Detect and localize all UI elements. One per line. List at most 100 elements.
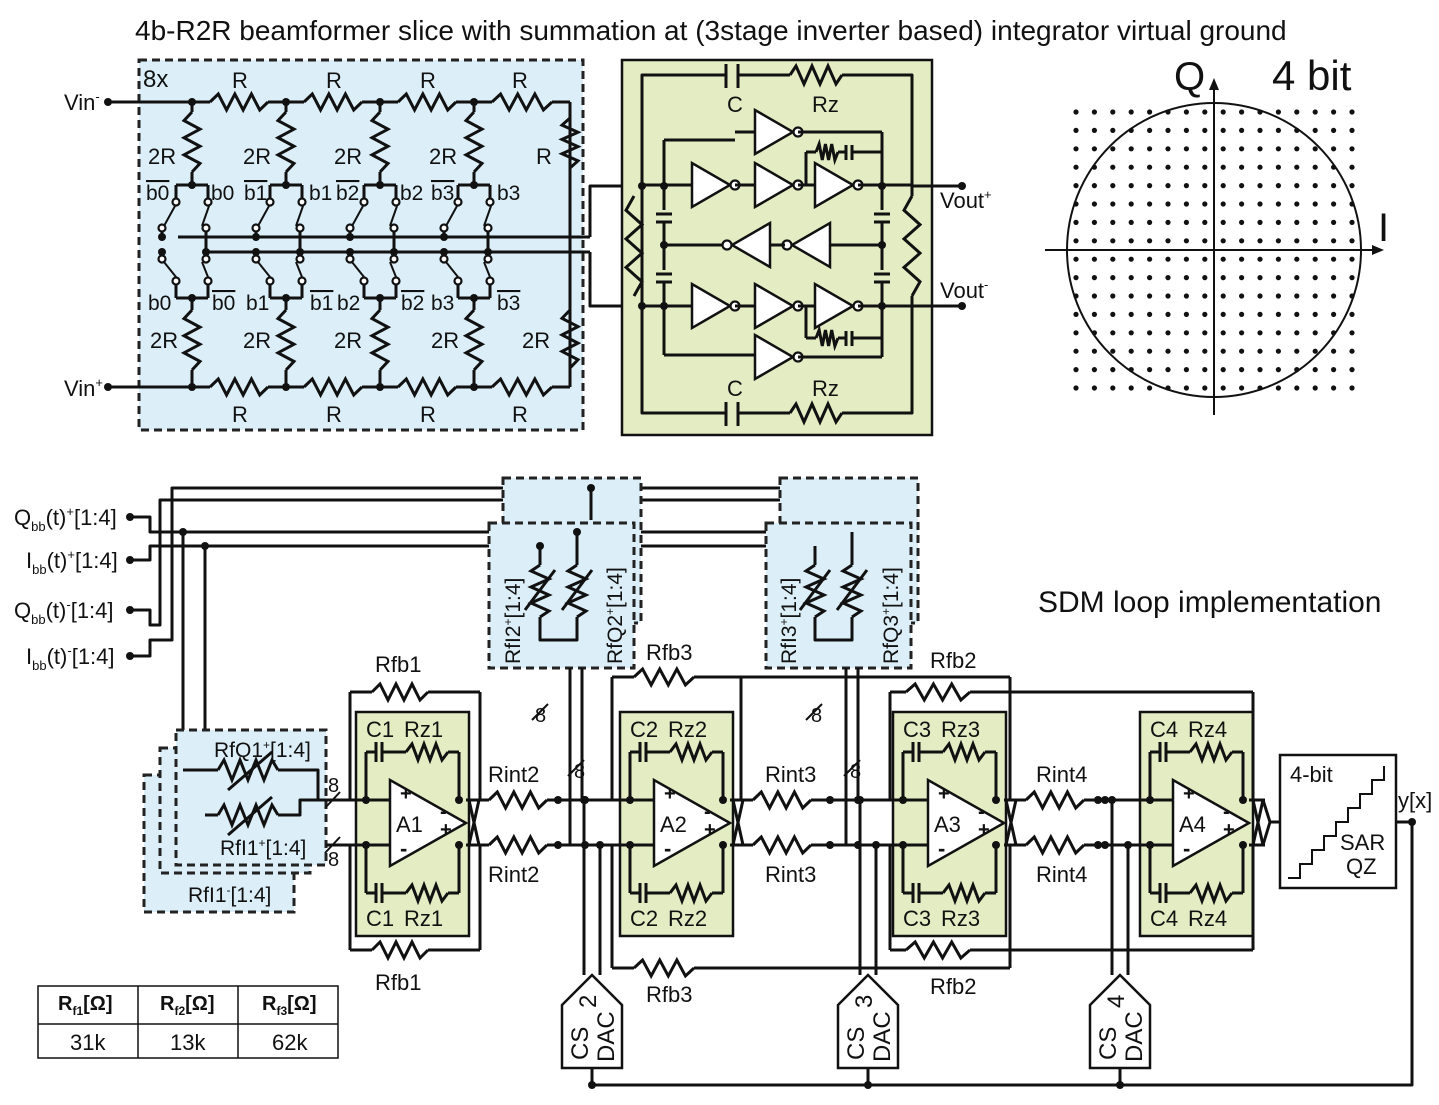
switch-label-b1-bot: b1 bbox=[246, 292, 269, 315]
rfi2-label: RfI2+[1:4] bbox=[501, 578, 525, 664]
r2-label-bot-term: 2R bbox=[522, 328, 550, 353]
rfb3-top-label: Rfb3 bbox=[646, 640, 692, 665]
r-label-top-term: R bbox=[536, 144, 552, 169]
r-label-top-1: R bbox=[232, 68, 248, 93]
svg-text:DAC: DAC bbox=[1121, 1011, 1148, 1062]
r-label-bot-2: R bbox=[326, 402, 342, 427]
amp-label: A1 bbox=[396, 812, 423, 837]
staircase-icon bbox=[1288, 766, 1385, 879]
svg-text:4: 4 bbox=[1103, 995, 1130, 1008]
switch-label-b1-top: b1 bbox=[309, 182, 332, 205]
svg-text:Rz2: Rz2 bbox=[668, 906, 707, 931]
r2-label-bot-1: 2R bbox=[150, 328, 178, 353]
rint3-bot-label: Rint3 bbox=[765, 862, 816, 887]
switch-label-b3-bot: b3 bbox=[431, 292, 454, 315]
svg-text:CS: CS bbox=[843, 1027, 870, 1060]
svg-text:3: 3 bbox=[851, 995, 878, 1008]
input-qbb-plus: Qbb(t)+[1:4] bbox=[14, 504, 117, 534]
switch-label-b3-top: b3 bbox=[497, 182, 520, 205]
svg-text:Rz2: Rz2 bbox=[668, 717, 707, 742]
r2-label-top-4: 2R bbox=[429, 144, 457, 169]
int-c-top-label: C bbox=[727, 92, 743, 117]
svg-text:DAC: DAC bbox=[593, 1011, 620, 1062]
svg-text:C1: C1 bbox=[366, 717, 394, 742]
svg-text:Rz1: Rz1 bbox=[404, 906, 443, 931]
bus-width-rf1-bot: 8 bbox=[328, 849, 339, 871]
diagram-title: 4b-R2R beamformer slice with summation a… bbox=[135, 15, 1287, 46]
quantizer-type1: SAR bbox=[1340, 830, 1385, 855]
svg-text:+: + bbox=[1223, 819, 1235, 841]
rint3-top-label: Rint3 bbox=[765, 762, 816, 787]
rf3-box bbox=[764, 521, 913, 670]
input-ibb-minus: Ibb(t)-[1:4] bbox=[26, 643, 115, 673]
bus-width-rf3-b: 8 bbox=[850, 761, 861, 783]
svg-text:C1: C1 bbox=[366, 906, 394, 931]
q-axis-arrow bbox=[1209, 78, 1219, 90]
rf2-box bbox=[487, 521, 636, 670]
svg-text:+: + bbox=[400, 783, 412, 805]
svg-text:+: + bbox=[704, 819, 716, 841]
switch-label-b0-bot: b0 bbox=[148, 292, 171, 315]
svg-text:C3: C3 bbox=[903, 906, 931, 931]
switch-label-b3bar-bot: b3 bbox=[497, 292, 520, 315]
amp-label: A4 bbox=[1179, 812, 1206, 837]
vout-plus-label: Vout+ bbox=[940, 187, 992, 213]
svg-text:CS: CS bbox=[1095, 1027, 1122, 1060]
q-axis-label: Q bbox=[1174, 55, 1205, 99]
r-label-top-4: R bbox=[512, 68, 528, 93]
rfi1-minus-label: RfI1-[1:4] bbox=[188, 883, 271, 907]
r-label-bot-3: R bbox=[420, 402, 436, 427]
switch-label-b0bar-bot: b0 bbox=[212, 292, 235, 315]
table-value-rf2: 13k bbox=[170, 1030, 206, 1055]
switch-label-b2-bot: b2 bbox=[337, 292, 360, 315]
table-header-rf1: Rf1[Ω] bbox=[58, 993, 112, 1018]
int-rz-top-label: Rz bbox=[812, 92, 839, 117]
svg-text:+: + bbox=[938, 783, 950, 805]
svg-text:-: - bbox=[440, 801, 447, 823]
svg-text:C4: C4 bbox=[1150, 717, 1178, 742]
i-axis-arrow bbox=[1372, 245, 1384, 255]
vout-plus-terminal bbox=[958, 182, 966, 190]
svg-text:C3: C3 bbox=[903, 717, 931, 742]
svg-text:Rz3: Rz3 bbox=[941, 906, 980, 931]
switch-label-b2-top: b2 bbox=[400, 182, 423, 205]
svg-text:+: + bbox=[440, 819, 452, 841]
r2r-box bbox=[137, 58, 585, 432]
rfq1-box bbox=[174, 728, 328, 867]
vout-minus-terminal bbox=[958, 302, 966, 310]
bus-width-rf1-top: 8 bbox=[328, 775, 339, 797]
input-qbb-minus: Qbb(t)-[1:4] bbox=[14, 597, 114, 627]
vin-plus-label: Vin+ bbox=[64, 375, 103, 401]
svg-text:C4: C4 bbox=[1150, 906, 1178, 931]
switch-label-b0-top: b0 bbox=[211, 182, 234, 205]
amp-label: A2 bbox=[660, 812, 687, 837]
amp-label: A3 bbox=[934, 812, 961, 837]
svg-text:-: - bbox=[704, 801, 711, 823]
vout-minus-label: Vout- bbox=[940, 277, 988, 303]
constellation: Q I 4 bit bbox=[1045, 52, 1389, 415]
rint2-top-label: Rint2 bbox=[488, 762, 539, 787]
r2-label-bot-2: 2R bbox=[243, 328, 271, 353]
svg-text:-: - bbox=[978, 801, 985, 823]
rfb3-bot-label: Rfb3 bbox=[646, 982, 692, 1007]
sdm-title: SDM loop implementation bbox=[1038, 586, 1382, 619]
rint2-bot-label: Rint2 bbox=[488, 862, 539, 887]
output-label: y[x] bbox=[1398, 788, 1432, 813]
rfb2-bot-label: Rfb2 bbox=[930, 974, 976, 999]
table-value-rf1: 31k bbox=[70, 1030, 106, 1055]
int-c-bot-label: C bbox=[727, 376, 743, 401]
input-ibb-plus: Ibb(t)+[1:4] bbox=[26, 547, 118, 577]
svg-text:+: + bbox=[1183, 783, 1195, 805]
rfi1-plus-label: RfI1+[1:4] bbox=[220, 836, 306, 860]
sdm-loop: SDM loop implementation Qbb(t)+[1:4] Ibb… bbox=[14, 476, 1432, 1089]
svg-text:C2: C2 bbox=[630, 717, 658, 742]
rfq3-label: RfQ3+[1:4] bbox=[879, 567, 903, 664]
svg-text:C2: C2 bbox=[630, 906, 658, 931]
vin-minus-label: Vin- bbox=[64, 89, 100, 115]
svg-text:DAC: DAC bbox=[869, 1011, 896, 1062]
quantizer-bits-label: 4-bit bbox=[1290, 762, 1333, 787]
r2-label-top-3: 2R bbox=[334, 144, 362, 169]
rfq2-label: RfQ2+[1:4] bbox=[603, 567, 627, 664]
r2-label-top-1: 2R bbox=[148, 144, 176, 169]
